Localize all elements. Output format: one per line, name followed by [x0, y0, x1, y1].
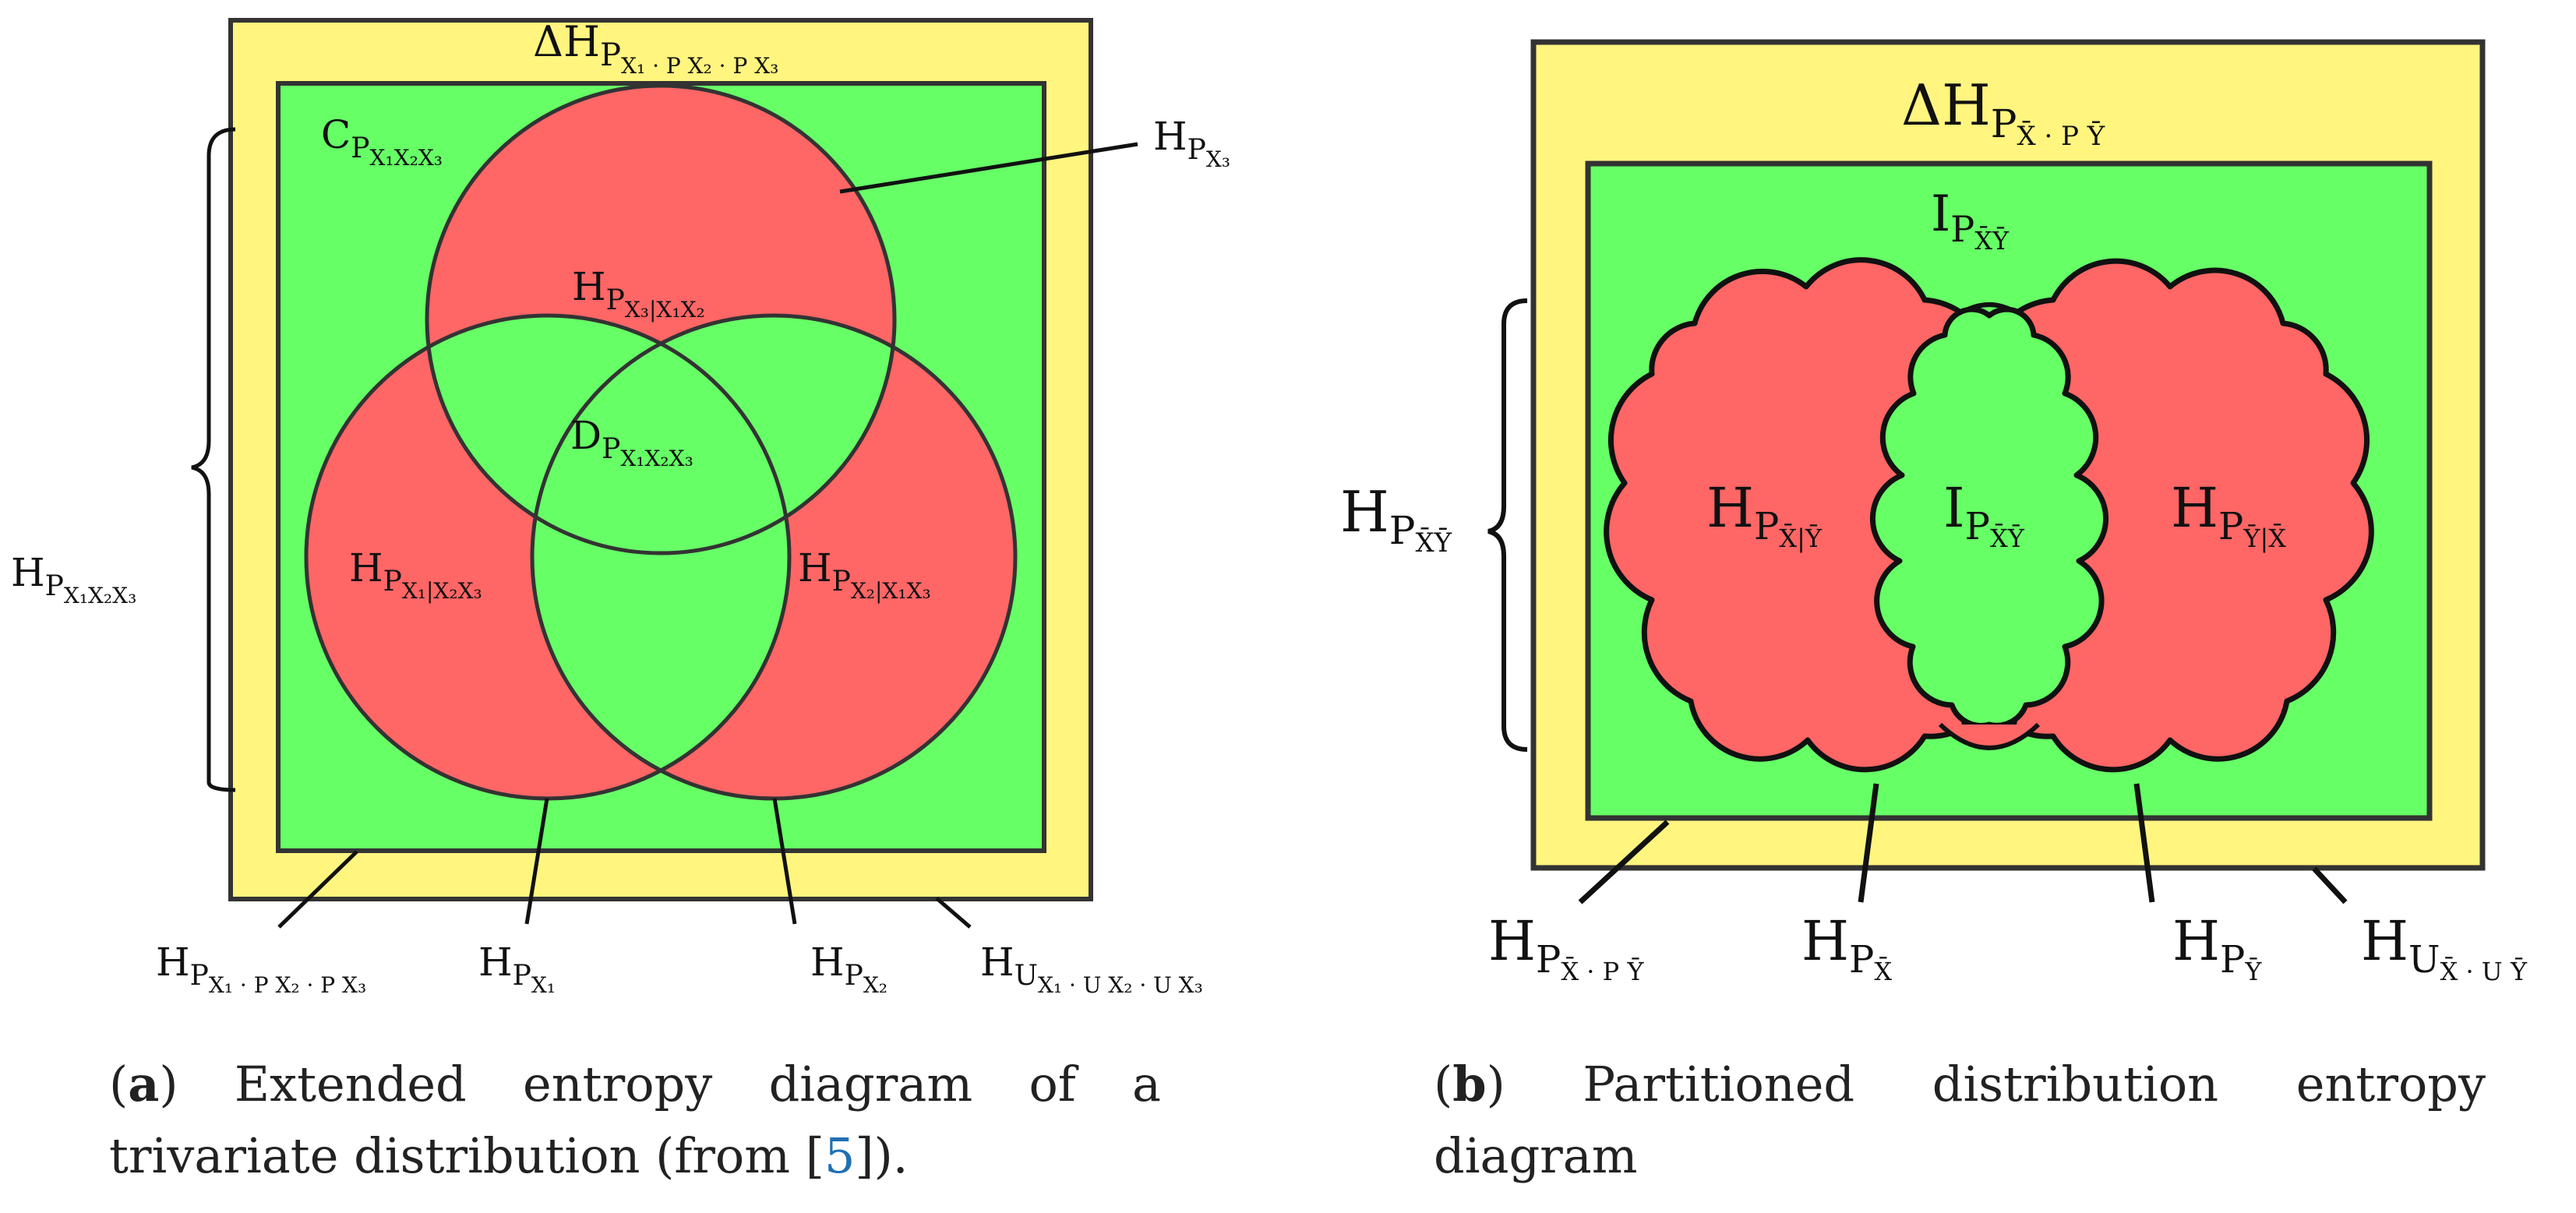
pointer-b-uniform — [2312, 866, 2348, 904]
circle-x2-outline — [530, 313, 1018, 801]
label-a-delta-h: ΔHPX₁ · P X₂ · P X₃ — [533, 17, 778, 79]
caption-a: (a) Extended entropy diagram of a trivar… — [109, 1056, 1161, 1184]
pointer-h-product — [277, 850, 358, 929]
pointer-h-px3 — [839, 142, 1138, 194]
label-b-h-joint: HPX̄Ȳ — [1340, 479, 1452, 559]
pointer-h-px2 — [772, 798, 797, 925]
caption-a-text: Extended entropy diagram of a trivariate… — [109, 1056, 1161, 1184]
brace-h-joint-b — [1487, 298, 1528, 752]
label-b-h-px: HPX̄ — [1801, 909, 1892, 986]
label-a-h-px1: HPX₁ — [478, 940, 556, 998]
label-a-h-px2-given: HPX₂|X₁X₃ — [798, 545, 931, 604]
circle-x1-outline — [304, 313, 792, 801]
cloud-overlap-bottom — [1938, 722, 2041, 750]
caption-b: (b) Partitioned distribution entropy dia… — [1434, 1056, 2486, 1184]
pointer-b-px — [1858, 783, 1879, 903]
brace-h-joint — [191, 127, 236, 792]
label-a-h-uniform: HUX₁ · U X₂ · U X₃ — [980, 940, 1203, 998]
label-b-delta-h: ΔHPX̄ · P Ȳ — [1901, 72, 2105, 152]
caption-a-ref[interactable]: 5 — [824, 1127, 856, 1184]
label-b-h-uniform: HUX̄ · U Ȳ — [2361, 909, 2528, 986]
label-a-h-px3: HPX₃ — [1153, 114, 1230, 172]
label-a-h-joint: HPX₁X₂X₃ — [11, 550, 136, 608]
overlap-x1-x2 — [532, 316, 789, 799]
panel-a: ΔHPX₁ · P X₂ · P X₃ CPX₁X₂X₃ HPX₃ HPX₃|X… — [11, 17, 1230, 998]
label-a-d: DPX₁X₂X₃ — [570, 413, 693, 471]
caption-b-text: Partitioned distribution entropy diagram — [1434, 1056, 2486, 1184]
panel-b: ΔHPX̄ · P Ȳ IPX̄Ȳ HPX̄Ȳ HPX̄|Ȳ IPX̄Ȳ HPȲ… — [1340, 39, 2528, 986]
pointer-b-py — [2133, 783, 2155, 903]
label-a-c: CPX₁X₂X₃ — [321, 112, 443, 171]
label-b-h-y-given-x: HPȲ|X̄ — [2171, 476, 2286, 553]
pointer-h-px1 — [524, 798, 549, 925]
label-b-i-top: IPX̄Ȳ — [1931, 185, 2010, 256]
label-a-h-px1-given: HPX₁|X₂X₃ — [349, 545, 482, 604]
label-b-h-py: HPȲ — [2172, 909, 2262, 986]
label-b-i-mid: IPX̄Ȳ — [1943, 476, 2025, 553]
label-b-h-x-given-y: HPX̄|Ȳ — [1706, 476, 1823, 553]
label-a-h-product: HPX₁ · P X₂ · P X₃ — [156, 940, 366, 998]
label-a-h-px3-given: HPX₃|X₁X₂ — [572, 264, 705, 323]
caption-b-letter: b — [1452, 1056, 1487, 1113]
pointer-h-uniform — [935, 897, 972, 929]
pointer-b-product — [1578, 820, 1670, 904]
caption-a-letter: a — [128, 1056, 160, 1113]
circle-x3-outline — [425, 83, 897, 555]
label-a-h-px2: HPX₂ — [810, 940, 887, 998]
label-b-h-product: HPX̄ · P Ȳ — [1488, 909, 1644, 986]
caption-a-end: ]). — [855, 1127, 909, 1184]
